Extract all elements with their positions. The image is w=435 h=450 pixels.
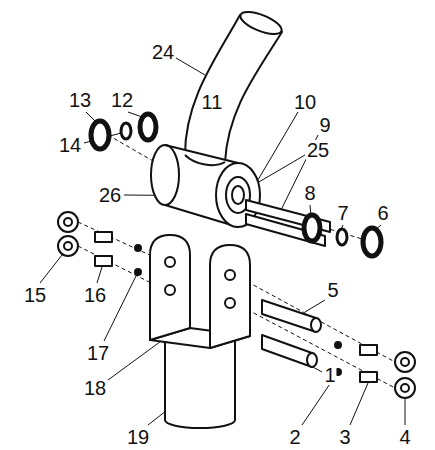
callout-number: 11 — [201, 92, 224, 112]
callout-number: 15 — [23, 285, 47, 305]
drawing-stroke — [140, 114, 156, 140]
drawing-stroke — [360, 372, 377, 382]
drawing-stroke — [262, 300, 316, 332]
drawing-stroke — [210, 245, 250, 348]
drawing-stroke — [165, 145, 238, 163]
callout-number: 5 — [326, 280, 339, 300]
drawing-stroke — [304, 215, 320, 241]
drawing-stroke — [135, 269, 141, 275]
drawing-stroke — [225, 298, 235, 308]
drawing-stroke — [95, 256, 112, 266]
drawing-stroke — [151, 145, 179, 205]
drawing-stroke — [262, 335, 312, 367]
callout-number: 19 — [126, 427, 150, 447]
drawing-stroke — [401, 358, 409, 366]
drawing-stroke — [235, 275, 395, 362]
drawing-stroke — [350, 383, 368, 425]
callout-number: 8 — [303, 183, 316, 203]
callout-number: 14 — [58, 135, 82, 155]
drawing-stroke — [176, 58, 205, 75]
drawing-stroke — [165, 257, 175, 267]
callout-number: 4 — [398, 427, 411, 447]
callout-number: 16 — [83, 285, 107, 305]
drawing-stroke — [252, 155, 305, 186]
drawing-stroke — [40, 255, 62, 283]
callout-number: 9 — [318, 115, 331, 135]
drawing-stroke — [232, 186, 244, 204]
drawing-stroke — [121, 123, 131, 139]
callout-number: 24 — [151, 42, 175, 62]
drawing-stroke — [395, 352, 415, 372]
drawing-stroke — [337, 229, 347, 245]
callout-number: 13 — [68, 90, 92, 110]
drawing-stroke — [64, 242, 72, 250]
drawing-stroke — [58, 212, 78, 232]
drawing-stroke — [58, 236, 78, 256]
drawing-stroke — [235, 303, 395, 388]
callout-number: 10 — [293, 92, 317, 112]
callout-number: 1 — [323, 365, 336, 385]
drawing-stroke — [360, 345, 377, 355]
callout-number: 18 — [83, 378, 107, 398]
drawing-stroke — [246, 214, 325, 246]
axis-lines — [78, 135, 395, 388]
drawing-stroke — [64, 218, 72, 226]
callout-number: 26 — [98, 185, 122, 205]
drawing-stroke — [225, 270, 235, 280]
drawing-stroke — [104, 276, 136, 341]
drawing-stroke — [97, 267, 102, 283]
drawing-stroke — [108, 336, 168, 380]
drawing-stroke — [185, 155, 225, 165]
drawing-stroke — [95, 232, 112, 242]
drawing-stroke — [307, 353, 317, 367]
drawing-stroke — [185, 15, 282, 162]
drawing-stroke — [255, 112, 298, 185]
drawing-stroke — [363, 228, 381, 256]
callout-number: 17 — [86, 343, 110, 363]
drawing-stroke — [150, 235, 190, 340]
drawing-stroke — [401, 384, 409, 392]
callout-number: 6 — [376, 203, 389, 223]
drawing-stroke — [405, 399, 406, 425]
drawing-stroke — [335, 342, 341, 348]
callout-number: 3 — [338, 427, 351, 447]
drawing-stroke — [395, 378, 415, 398]
drawing-stroke — [40, 7, 415, 428]
drawing-stroke — [305, 300, 325, 312]
callout-number: 25 — [306, 140, 330, 160]
drawing-stroke — [238, 7, 285, 38]
callout-number: 2 — [288, 427, 301, 447]
drawing-stroke — [91, 121, 109, 149]
callout-number: 12 — [110, 90, 134, 110]
drawing-stroke — [311, 318, 321, 332]
drawing-stroke — [135, 245, 141, 251]
callout-number: 7 — [336, 203, 349, 223]
drawing-stroke — [165, 340, 235, 428]
drawing-stroke — [165, 285, 175, 295]
